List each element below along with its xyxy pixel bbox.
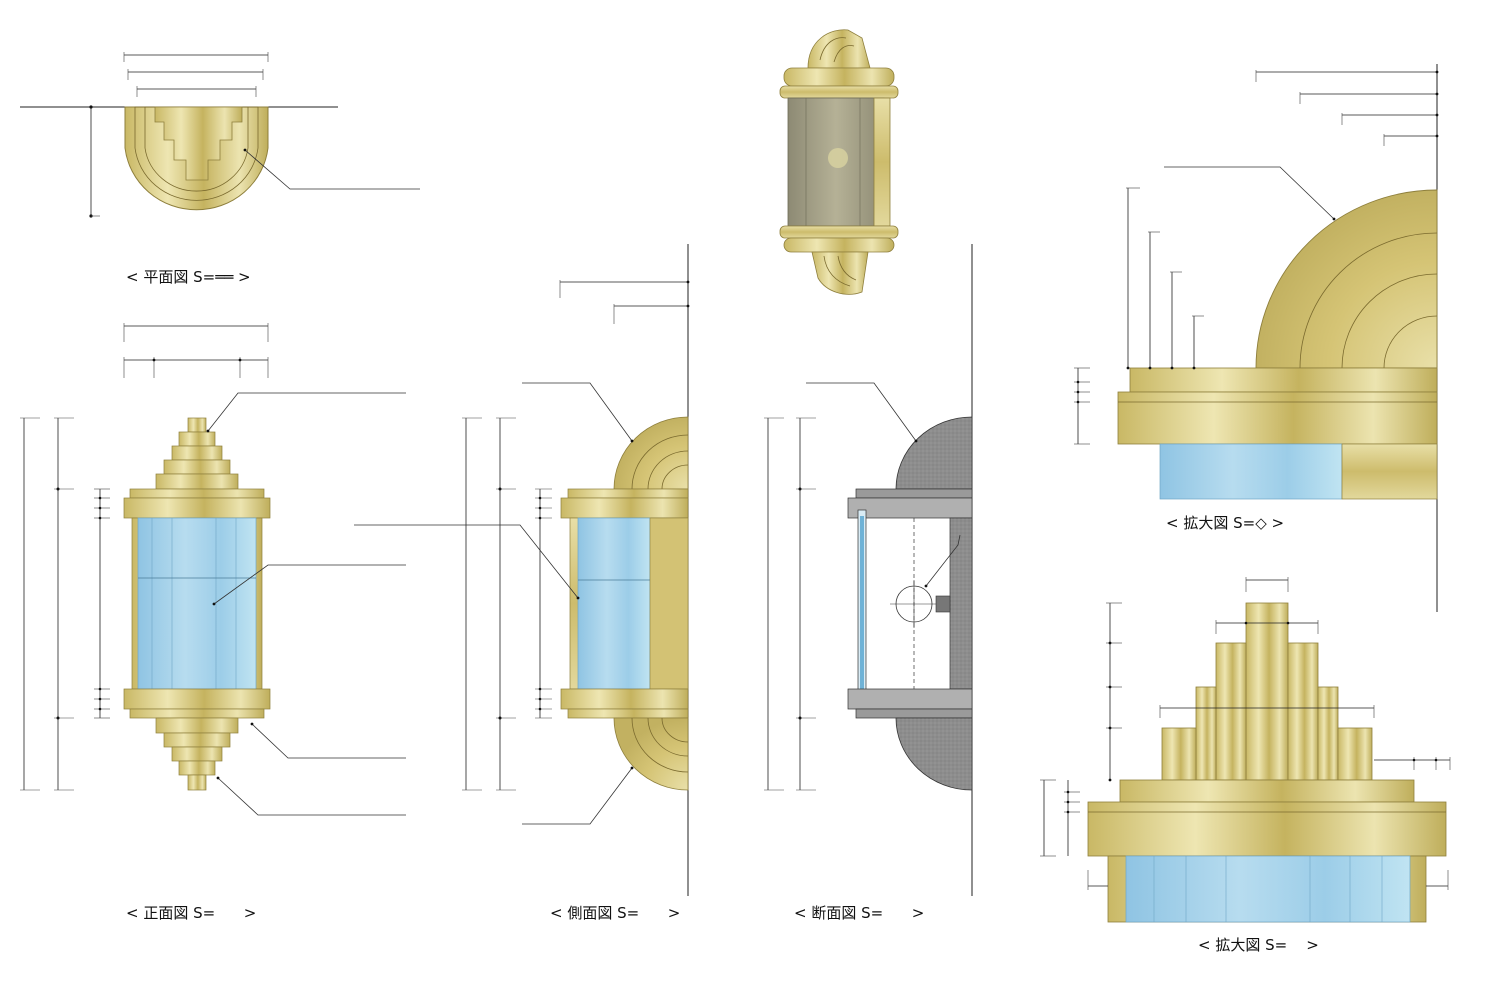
front-view — [20, 323, 406, 816]
plan-view-caption: < 平面図 S=══ > — [126, 268, 251, 286]
detail-top-view — [1074, 64, 1439, 612]
detail-bottom-caption: < 拡大図 S= > — [1198, 936, 1319, 954]
detail-bottom-view — [1040, 577, 1451, 923]
front-view-caption: < 正面図 S= > — [126, 904, 257, 922]
side-view — [354, 244, 690, 896]
detail-top-caption: < 拡大図 S=◇ > — [1166, 514, 1285, 532]
plan-view — [20, 52, 420, 218]
section-view — [764, 244, 973, 896]
section-view-caption: < 断面図 S= > — [794, 904, 925, 922]
brass-wall-lamp-render — [779, 29, 899, 295]
side-view-caption: < 側面図 S= > — [550, 904, 681, 922]
